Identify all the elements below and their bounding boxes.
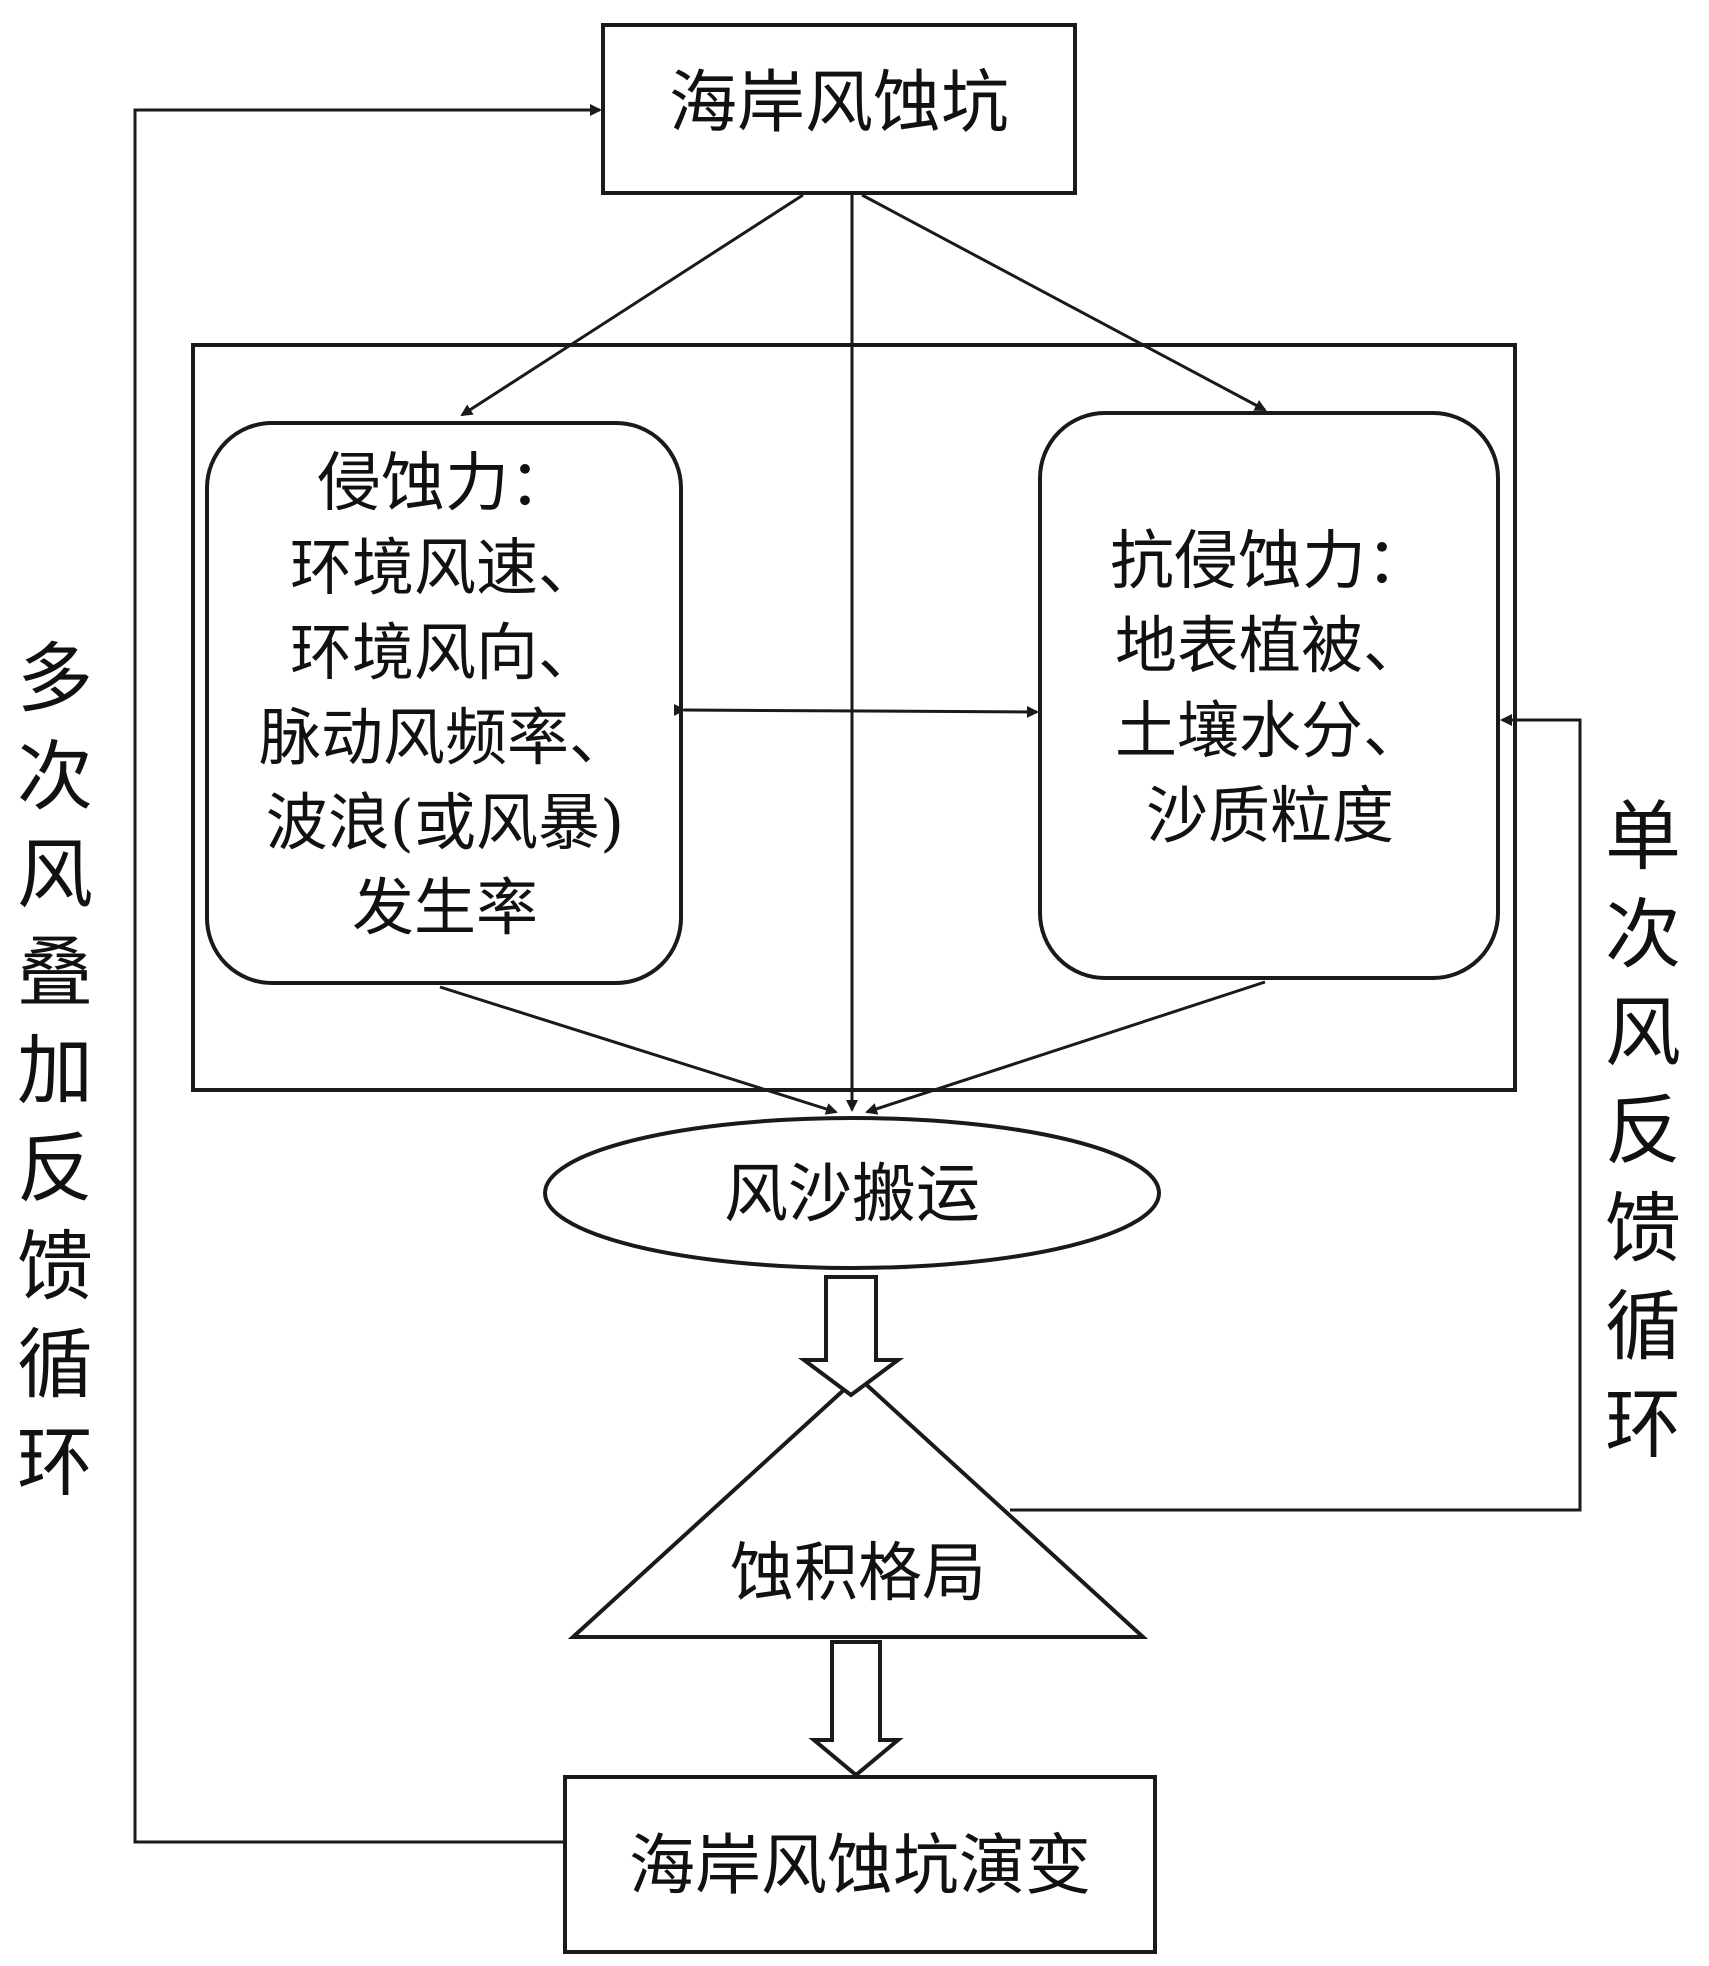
multi-feedback-line [133, 104, 602, 1844]
resistance-line: 土壤水分、 [1114, 694, 1425, 767]
multi-feedback-char: 多 [17, 634, 93, 723]
arrow-resistance-to-transport [865, 980, 1266, 1115]
multi-feedback-char: 次 [17, 732, 93, 821]
multi-feedback-char: 馈 [17, 1222, 93, 1311]
arrow-top-to-resistance [861, 193, 1267, 412]
multi-feedback-char: 环 [17, 1418, 93, 1507]
resistance-box [1038, 411, 1500, 980]
transport-label: 风沙搬运 [724, 1158, 980, 1232]
arrow-top-to-erosion [460, 193, 804, 417]
resistance-line: 沙质粒度 [1145, 779, 1394, 852]
single-feedback-label: 单 次 风 反 馈 循 环 [1603, 788, 1683, 1474]
arrow-erosion-to-transport [439, 985, 838, 1115]
multi-feedback-char: 叠 [17, 928, 93, 1017]
top-box [601, 23, 1077, 195]
block-arrow-pattern-to-bottom [808, 1640, 904, 1778]
multi-feedback-label: 多 次 风 叠 加 反 馈 循 环 [15, 630, 95, 1512]
pattern-label: 蚀积格局 [730, 1537, 986, 1611]
multi-feedback-char: 循 [17, 1320, 93, 1409]
single-feedback-char: 反 [1605, 1086, 1681, 1175]
single-feedback-line [1010, 714, 1582, 1512]
resistance-title: 抗侵蚀力： [1110, 525, 1430, 599]
factors-frame [191, 343, 1517, 1092]
bottom-box [563, 1775, 1157, 1954]
pattern-triangle [567, 1374, 1149, 1639]
erosion-title: 侵蚀力： [317, 447, 573, 521]
transport-ellipse [543, 1116, 1161, 1270]
multi-feedback-char: 反 [17, 1124, 93, 1213]
single-feedback-char: 单 [1605, 792, 1681, 881]
arrow-erosion-resistance [673, 703, 1039, 718]
erosion-line: 脉动风频率、 [258, 701, 631, 774]
single-feedback-char: 风 [1605, 988, 1681, 1077]
block-arrow-transport-to-pattern [797, 1275, 905, 1398]
single-feedback-char: 循 [1605, 1282, 1681, 1371]
resistance-line: 地表植被、 [1114, 609, 1425, 682]
single-feedback-char: 环 [1605, 1380, 1681, 1469]
multi-feedback-char: 风 [17, 830, 93, 919]
bottom-node-label: 海岸风蚀坑演变 [629, 1827, 1091, 1904]
top-node-label: 海岸风蚀坑 [668, 64, 1009, 143]
erosion-line: 发生率 [351, 871, 538, 944]
single-feedback-char: 次 [1605, 890, 1681, 979]
erosion-line: 环境风速、 [289, 531, 600, 604]
multi-feedback-char: 加 [17, 1026, 93, 1115]
erosion-line: 环境风向、 [289, 616, 600, 689]
erosion-line: 波浪(或风暴) [265, 786, 625, 859]
erosion-box [205, 421, 683, 985]
single-feedback-char: 馈 [1605, 1184, 1681, 1273]
